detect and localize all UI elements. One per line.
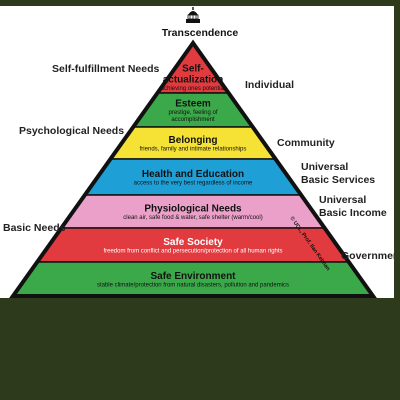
tier-title: Self- bbox=[182, 64, 204, 75]
label-self-fulfillment: Self-fulfillment Needs bbox=[52, 63, 160, 75]
label-universal-basic-services: Universal Basic Services bbox=[301, 161, 375, 187]
tier-title: Physiological Needs bbox=[144, 204, 242, 215]
label-individual: Individual bbox=[245, 79, 295, 91]
label-ubi-line2: Basic Income bbox=[319, 207, 387, 219]
capitol-dome-icon bbox=[186, 7, 200, 23]
transcendence-label: Transcendence bbox=[161, 27, 239, 39]
label-universal-basic-income: Universal Basic Income bbox=[319, 194, 387, 220]
tier-description: stable climate/protection from natural d… bbox=[97, 283, 289, 289]
label-ubs-line2: Basic Services bbox=[301, 174, 376, 186]
tier-title: Safe Society bbox=[163, 237, 223, 248]
tier-description: access to the very best regardless of in… bbox=[134, 181, 253, 187]
label-government: Government bbox=[341, 250, 400, 262]
tier-description: prestige, feeling of bbox=[168, 110, 217, 116]
tier-description: accomplishment bbox=[171, 117, 215, 123]
tier-title: actualization bbox=[163, 75, 224, 86]
label-ubs-line1: Universal bbox=[301, 161, 349, 173]
tier-title: Esteem bbox=[175, 99, 211, 110]
tier-description: freedom from conflict and persecution/pr… bbox=[103, 249, 282, 255]
tier-description: achieving ones potential bbox=[161, 86, 225, 92]
tier-description: clean air, safe food & water, safe shelt… bbox=[123, 215, 262, 221]
tier-title: Belonging bbox=[169, 135, 218, 146]
tier-description: friends, family and intimate relationshi… bbox=[140, 147, 247, 153]
label-ubi-line1: Universal bbox=[319, 194, 367, 206]
pyramid-outline bbox=[9, 39, 377, 298]
label-psychological: Psychological Needs bbox=[19, 125, 125, 137]
label-community: Community bbox=[277, 137, 335, 149]
tier-title: Health and Education bbox=[142, 169, 244, 180]
tier-title: Safe Environment bbox=[150, 271, 236, 282]
label-basic: Basic Needs bbox=[3, 222, 66, 234]
footer-band bbox=[0, 298, 400, 400]
